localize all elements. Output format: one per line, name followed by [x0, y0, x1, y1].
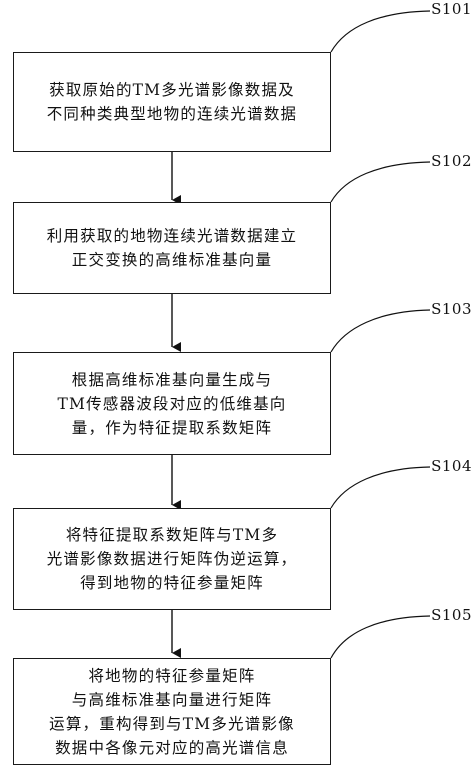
- step-text-line: 与高维标准基向量进行矩阵: [71, 690, 273, 709]
- step-text-line: 量，作为特征提取系数矩阵: [71, 418, 273, 437]
- step-box-s102: 利用获取的地物连续光谱数据建立 正交变换的高维标准基向量: [13, 202, 331, 294]
- step-label-s103: S103: [431, 300, 472, 318]
- leader-curve-s102: [330, 161, 431, 203]
- leader-curve-s101: [330, 10, 431, 53]
- step-text-line: 不同种类典型地物的连续光谱数据: [46, 105, 298, 123]
- step-text-line: 将地物的特征参量矩阵: [88, 666, 256, 685]
- step-box-s101: 获取原始的TM多光谱影像数据及 不同种类典型地物的连续光谱数据: [13, 52, 331, 152]
- step-text-line: 运算，重构得到与TM多光谱影像: [49, 714, 295, 733]
- step-text-line: 得到地物的特征参量矩阵: [80, 574, 264, 592]
- step-box-s104: 将特征提取系数矩阵与TM多 光谱影像数据进行矩阵伪逆运算， 得到地物的特征参量矩…: [13, 508, 331, 610]
- step-text-line: TM传感器波段对应的低维基向: [57, 394, 287, 413]
- step-label-s101: S101: [431, 0, 472, 18]
- step-text-line: 获取原始的TM多光谱影像数据及: [49, 81, 295, 99]
- leader-curve-s105: [330, 615, 431, 659]
- leader-curve-s103: [330, 309, 431, 353]
- step-text-line: 根据高维标准基向量生成与: [71, 370, 273, 389]
- step-label-s104: S104: [431, 457, 472, 475]
- leader-curve-s104: [330, 466, 431, 509]
- step-label-s102: S102: [431, 152, 472, 170]
- step-text-line: 数据中各像元对应的高光谱信息: [55, 738, 289, 757]
- step-box-s105: 将地物的特征参量矩阵 与高维标准基向量进行矩阵 运算，重构得到与TM多光谱影像 …: [13, 658, 331, 765]
- step-text-line: 利用获取的地物连续光谱数据建立: [46, 227, 298, 245]
- step-box-s103: 根据高维标准基向量生成与 TM传感器波段对应的低维基向 量，作为特征提取系数矩阵: [13, 352, 331, 455]
- step-text-line: 光谱影像数据进行矩阵伪逆运算，: [46, 550, 298, 568]
- step-text-line: 正交变换的高维标准基向量: [71, 251, 273, 269]
- step-label-s105: S105: [431, 606, 472, 624]
- step-text-line: 将特征提取系数矩阵与TM多: [65, 526, 279, 544]
